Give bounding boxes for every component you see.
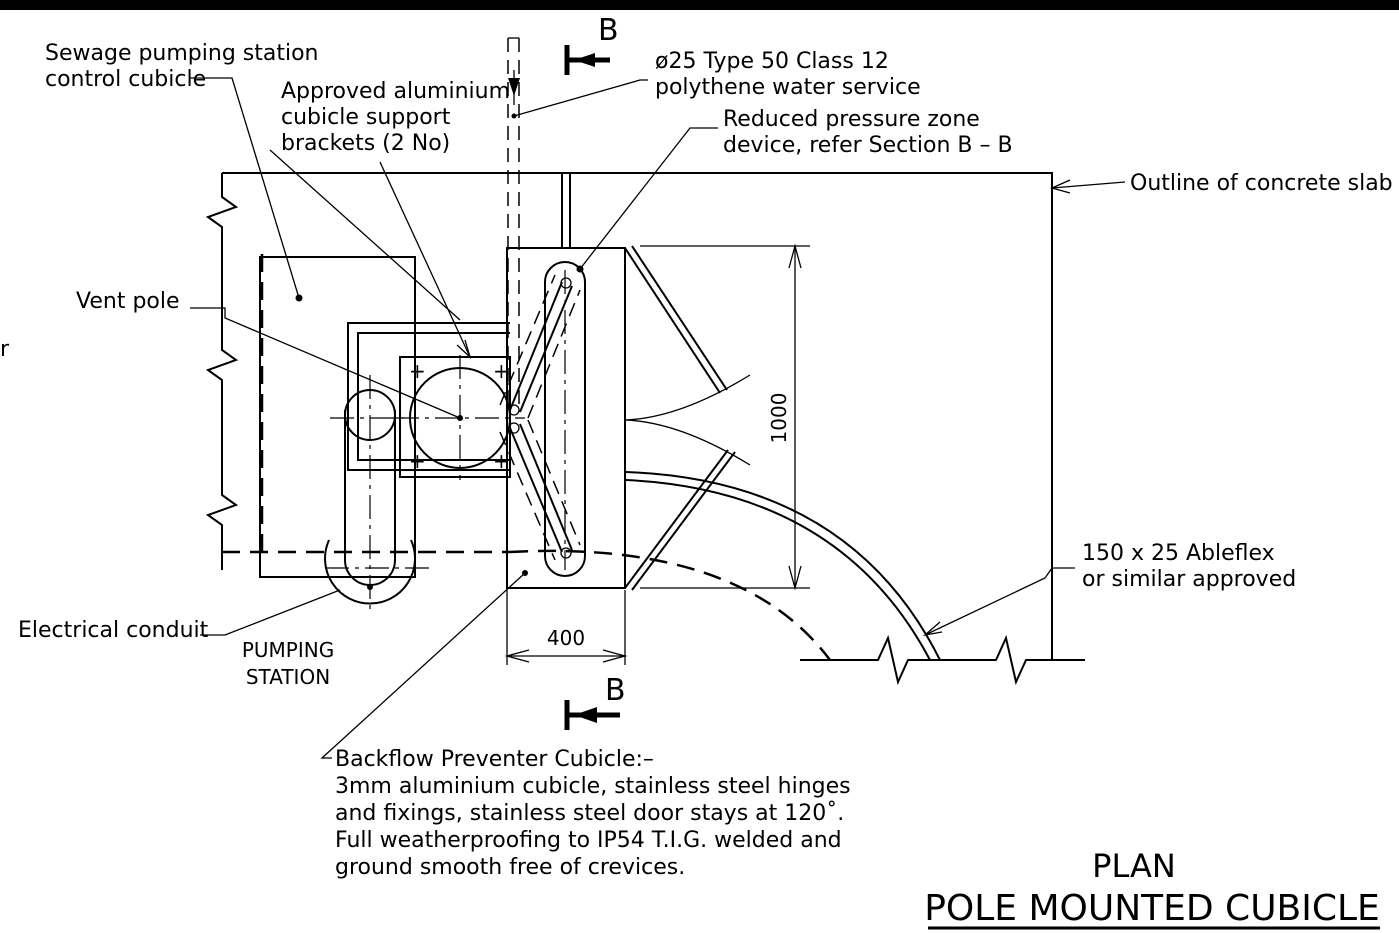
water-service-pipe bbox=[507, 37, 571, 410]
pumping-station-label-2: STATION bbox=[246, 665, 330, 689]
pumping-station-outline bbox=[222, 250, 831, 661]
rpz-label-1: Reduced pressure zone bbox=[723, 107, 980, 132]
dimension-1000 bbox=[640, 243, 810, 591]
section-marker-bottom bbox=[564, 700, 620, 730]
rpz-device bbox=[499, 113, 584, 561]
section-marker-top bbox=[564, 45, 610, 75]
edge-fragment: r bbox=[0, 337, 10, 362]
title-view: PLAN bbox=[1092, 847, 1176, 885]
backflow-label-4: Full weatherproofing to IP54 T.I.G. weld… bbox=[335, 828, 842, 853]
backflow-label-1: Backflow Preventer Cubicle:– bbox=[335, 747, 654, 772]
section-label-top: B bbox=[598, 13, 619, 48]
svg-text:+: + bbox=[409, 449, 426, 473]
dim-400-label: 400 bbox=[547, 626, 585, 650]
control-cubicle-label-2: control cubicle bbox=[45, 67, 206, 92]
svg-text:+: + bbox=[493, 359, 510, 383]
ableflex-label-2: or similar approved bbox=[1082, 567, 1296, 592]
backflow-label-3: and fixings, stainless steel door stays … bbox=[335, 801, 844, 826]
dim-1000-label: 1000 bbox=[767, 393, 791, 444]
ableflex-label-1: 150 x 25 Ableflex bbox=[1082, 541, 1275, 566]
brackets-label-3: brackets (2 No) bbox=[281, 131, 450, 156]
pumping-station-label-1: PUMPING bbox=[242, 638, 334, 662]
brackets-label-1: Approved aluminium bbox=[281, 79, 510, 104]
water-service-label-1: ø25 Type 50 Class 12 bbox=[655, 49, 889, 74]
rpz-label-2: device, refer Section B – B bbox=[723, 133, 1013, 158]
backflow-cubicle bbox=[506, 247, 626, 589]
svg-text:+: + bbox=[409, 359, 426, 383]
dimension-400 bbox=[504, 590, 628, 665]
title-name: POLE MOUNTED CUBICLE bbox=[924, 888, 1380, 929]
concrete-slab-outline bbox=[205, 172, 1085, 686]
electrical-conduit-label: Electrical conduit bbox=[18, 618, 209, 643]
vent-pole-label: Vent pole bbox=[76, 289, 180, 314]
leader-lines bbox=[190, 77, 1126, 759]
water-service-label-2: polythene water service bbox=[655, 75, 921, 100]
top-border bbox=[0, 0, 1399, 10]
svg-text:+: + bbox=[493, 449, 510, 473]
ableflex-joint bbox=[625, 471, 941, 661]
support-brackets: + + + + bbox=[347, 322, 511, 478]
cubicle-doors bbox=[624, 245, 751, 591]
electrical-conduit bbox=[324, 375, 430, 610]
control-cubicle bbox=[259, 256, 416, 578]
control-cubicle-label-1: Sewage pumping station bbox=[45, 41, 319, 66]
backflow-label-2: 3mm aluminium cubicle, stainless steel h… bbox=[335, 774, 851, 799]
section-label-bottom: B bbox=[605, 673, 626, 708]
concrete-slab-label: Outline of concrete slab bbox=[1130, 171, 1393, 196]
brackets-label-2: cubicle support bbox=[281, 105, 451, 130]
backflow-label-5: ground smooth free of crevices. bbox=[335, 855, 685, 880]
